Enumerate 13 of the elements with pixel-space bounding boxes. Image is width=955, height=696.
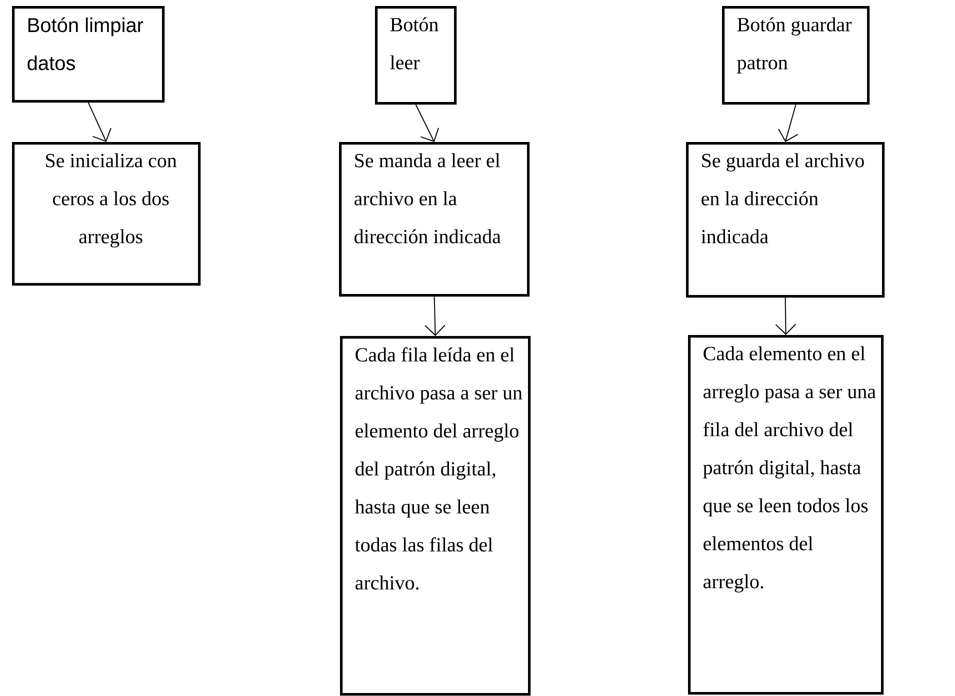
arrow — [778, 104, 798, 142]
arrow — [88, 102, 112, 142]
process-box: Se inicializa con ceros a los dos arreglos — [12, 142, 201, 286]
process-box: Se manda a leer el archivo en la dirección indicada — [339, 142, 530, 297]
process-box: Se guarda el archivo en la dirección indicada — [686, 142, 885, 298]
process-box: Cada fila leída en el archivo pasa a ser un elemento del arreglo del patrón digital, hasta que se leen todas las filas del archivo. — [340, 336, 531, 696]
button-box: Botón leer — [375, 6, 457, 105]
button-box: Botón guardar patron — [722, 6, 870, 105]
arrow — [424, 296, 446, 336]
arrow — [775, 297, 796, 335]
arrow — [415, 104, 440, 142]
button-box: Botón limpiar datos — [12, 6, 165, 103]
process-box: Cada elemento en el arreglo pasa a ser una fila del archivo del patrón digital, hasta que se leen todos los elementos del arreglo. — [688, 335, 884, 695]
